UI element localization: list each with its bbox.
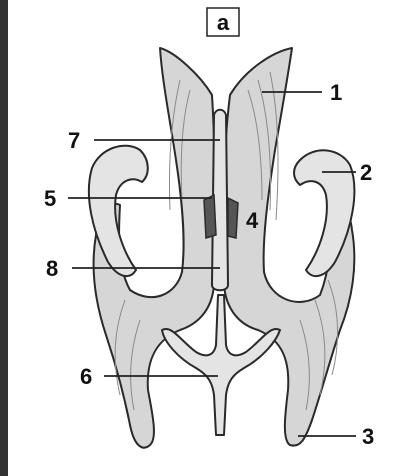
label-6: 6 bbox=[80, 364, 92, 389]
label-2: 2 bbox=[360, 160, 372, 185]
label-1: 1 bbox=[330, 80, 342, 105]
panel-label-text: a bbox=[217, 10, 230, 35]
label-8: 8 bbox=[46, 256, 58, 281]
label-4: 4 bbox=[246, 208, 259, 233]
label-3: 3 bbox=[362, 424, 374, 449]
central-dark-structure-right bbox=[228, 198, 238, 238]
left-edge-bar bbox=[0, 0, 8, 476]
label-7: 7 bbox=[68, 128, 80, 153]
central-dark-structure bbox=[204, 195, 216, 238]
label-5: 5 bbox=[44, 186, 56, 211]
panel-label: a bbox=[207, 8, 239, 36]
